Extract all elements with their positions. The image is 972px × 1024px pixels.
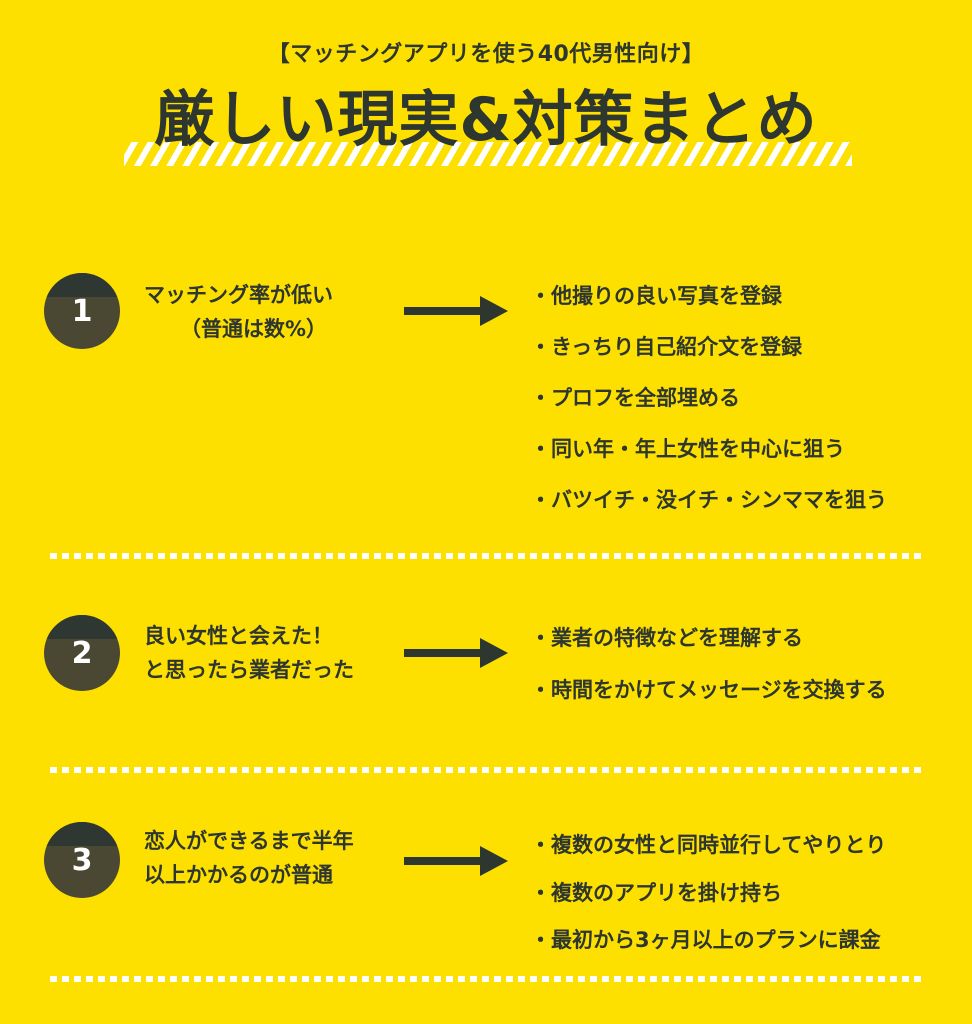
title-stripes [124,142,852,166]
solution-item: ・複数のアプリを掛け持ち [530,881,782,905]
arrow-right-icon [404,638,508,668]
problem-text: 恋人ができるまで半年 以上かかるのが普通 [144,824,394,892]
solution-item: ・他撮りの良い写真を登録 [530,284,782,308]
page-title: 厳しい現実&対策まとめ [154,85,818,155]
number-badge: 2 [44,615,120,691]
divider [50,553,922,559]
problem-line: 以上かかるのが普通 [144,863,333,887]
number-badge: 1 [44,273,120,349]
problem-line: （普通は数%） [180,317,328,341]
solution-item: ・きっちり自己紹介文を登録 [530,335,803,359]
solution-item: ・同い年・年上女性を中心に狙う [530,437,845,461]
problem-line: 良い女性と会えた！ [144,624,333,648]
arrow-right-icon [404,296,508,326]
divider [50,976,922,982]
problem-line: 恋人ができるまで半年 [144,829,354,853]
solution-item: ・最初から3ヶ月以上のプランに課金 [530,928,881,952]
problem-line: と思ったら業者だった [144,658,354,682]
problem-line: マッチング率が低い [144,283,333,307]
solution-item: ・複数の女性と同時並行してやりとり [530,833,887,857]
solution-item: ・プロフを全部埋める [530,386,740,410]
solution-item: ・時間をかけてメッセージを交換する [530,678,887,702]
page-subtitle: 【マッチングアプリを使う40代男性向け】 [267,42,705,67]
solution-item: ・バツイチ・没イチ・シンママを狙う [530,488,887,512]
solution-item: ・業者の特徴などを理解する [530,626,803,650]
divider [50,767,922,773]
problem-text: 良い女性と会えた！ と思ったら業者だった [144,619,394,687]
arrow-right-icon [404,846,508,876]
number-badge: 3 [44,822,120,898]
problem-text: マッチング率が低い （普通は数%） [144,278,394,346]
